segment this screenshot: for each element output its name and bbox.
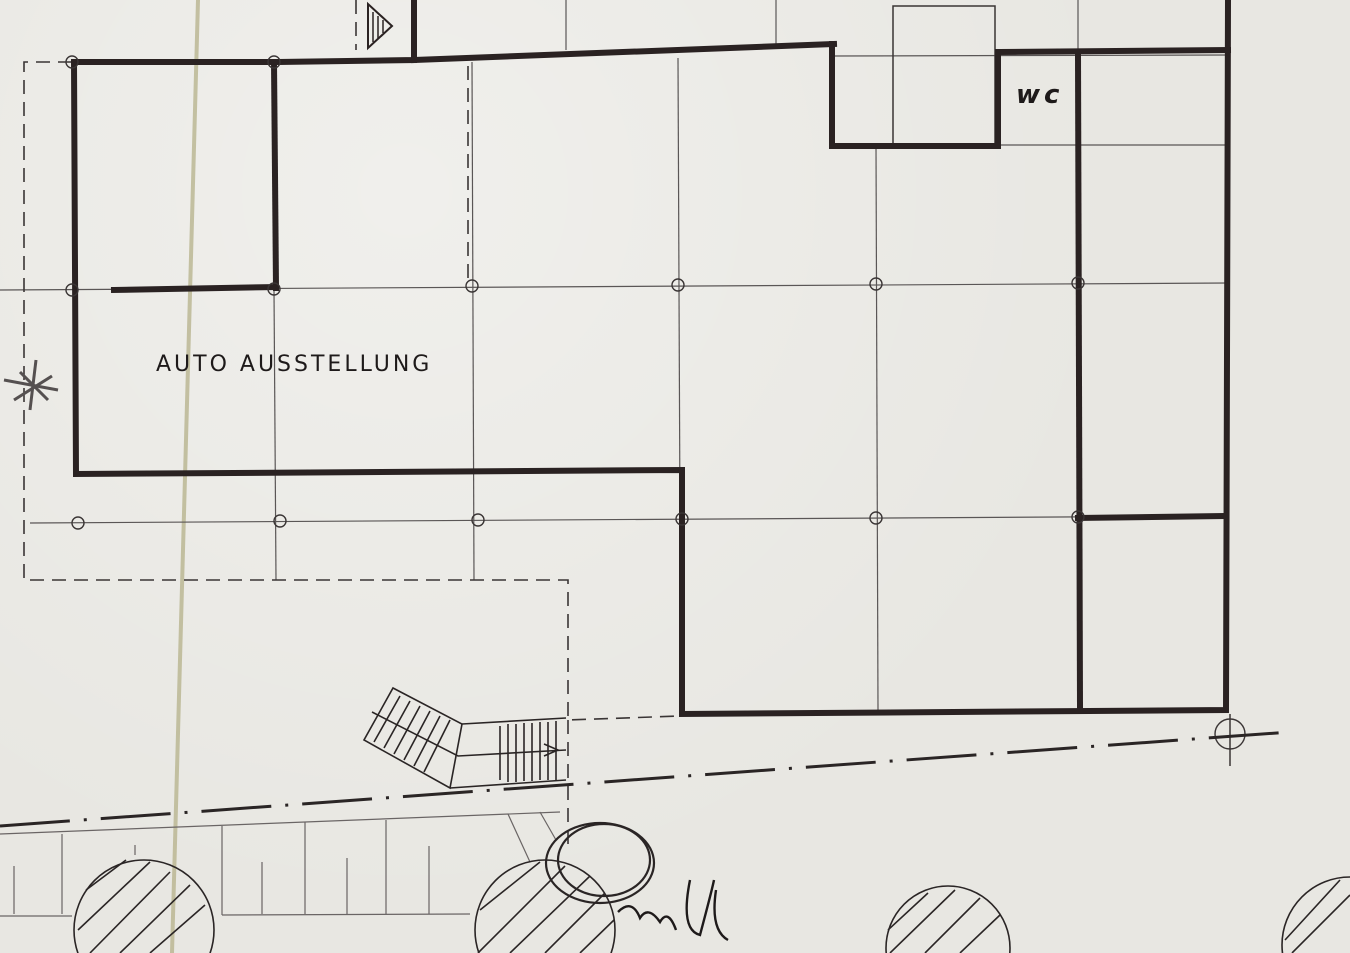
parking-strip xyxy=(0,811,561,917)
structural-grid xyxy=(0,0,1231,711)
walls xyxy=(70,0,1232,718)
grid-node-icon xyxy=(273,514,287,528)
grid-node-icon xyxy=(465,279,479,293)
property-line xyxy=(0,730,1291,828)
tree-icon xyxy=(73,859,215,953)
grid-node-icon xyxy=(71,516,85,530)
grid-node-icon xyxy=(1071,276,1085,290)
room-label-showroom: AUTO AUSSTELLUNG xyxy=(156,352,433,377)
grid-node-icon xyxy=(869,277,883,291)
grid-node-icon xyxy=(65,283,79,297)
grid-node-icon xyxy=(267,55,281,69)
stair-icon xyxy=(362,686,567,790)
signature xyxy=(617,879,729,942)
room-label-wc: wc xyxy=(1016,80,1064,110)
grid-node-icon xyxy=(869,511,883,525)
dashed-outline xyxy=(23,0,681,850)
fold-mark xyxy=(170,0,200,953)
plant-sketch-icon xyxy=(544,821,656,905)
grid-node-icon xyxy=(65,55,79,69)
grid-node-icon xyxy=(267,282,281,296)
entrance-arrow-icon xyxy=(367,1,394,51)
grid-node-icon xyxy=(675,512,689,526)
trees xyxy=(73,821,1350,953)
grid-node-icon xyxy=(1071,510,1085,524)
plant-sketch-icon xyxy=(3,359,59,411)
grid-node-icon xyxy=(671,278,685,292)
tree-icon xyxy=(474,859,616,953)
tree-icon xyxy=(885,885,1011,953)
grid-nodes xyxy=(65,55,1246,766)
grid-node-icon xyxy=(471,513,485,527)
tree-icon xyxy=(1281,876,1350,953)
